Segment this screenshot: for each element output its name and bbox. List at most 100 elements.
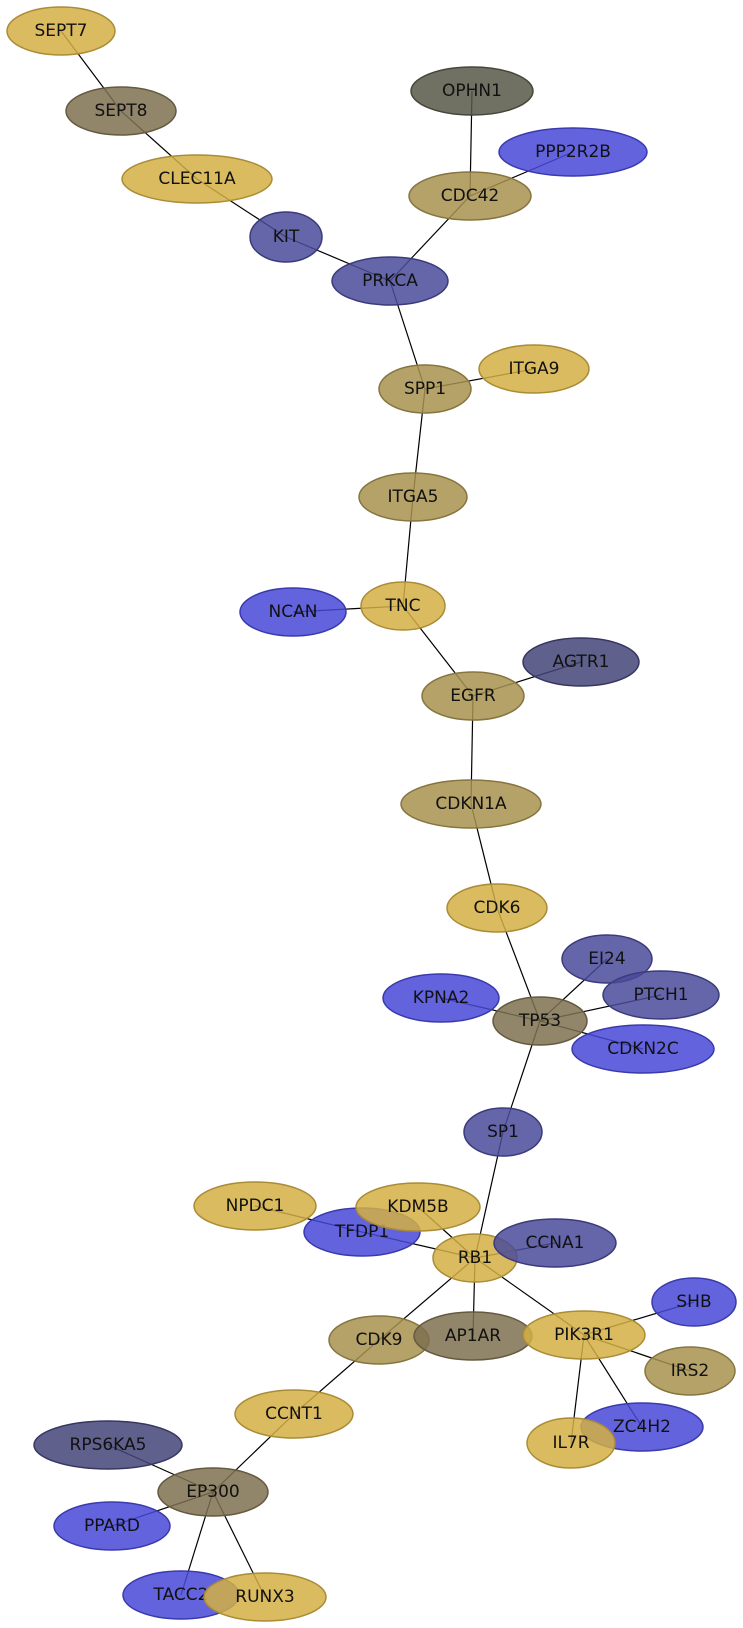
node-cdk9[interactable]: CDK9 (328, 1315, 430, 1365)
node-shape (249, 211, 323, 263)
node-label: AGTR1 (553, 652, 610, 672)
node-label: SP1 (487, 1122, 519, 1142)
node-label: OPHN1 (442, 81, 502, 101)
node-label: NPDC1 (226, 1196, 285, 1216)
node-shape (602, 970, 720, 1020)
node-cdkn1a[interactable]: CDKN1A (400, 779, 542, 829)
node-label: CDKN1A (435, 794, 507, 814)
node-shape (121, 154, 273, 204)
node-tnc[interactable]: TNC (360, 581, 446, 631)
node-cdkn2c[interactable]: CDKN2C (571, 1024, 715, 1074)
node-agtr1[interactable]: AGTR1 (522, 637, 640, 687)
node-label: SHB (676, 1292, 711, 1312)
node-cdc42[interactable]: CDC42 (408, 171, 532, 221)
node-ap1ar[interactable]: AP1AR (413, 1311, 533, 1361)
node-ptch1[interactable]: PTCH1 (602, 970, 720, 1020)
node-label: SEPT8 (95, 101, 148, 121)
node-label: TP53 (518, 1011, 561, 1031)
node-label: NCAN (269, 602, 318, 622)
node-sept8[interactable]: SEPT8 (65, 86, 177, 136)
node-shape (6, 6, 116, 56)
node-label: AP1AR (445, 1326, 501, 1346)
node-label: CDK6 (474, 898, 521, 918)
node-shape (410, 66, 534, 116)
node-label: CCNT1 (265, 1404, 323, 1424)
node-prkca[interactable]: PRKCA (331, 256, 449, 306)
node-irs2[interactable]: IRS2 (644, 1346, 736, 1396)
node-shape (421, 671, 525, 721)
node-shape (157, 1467, 269, 1517)
node-label: CDC42 (441, 186, 499, 206)
node-egfr[interactable]: EGFR (421, 671, 525, 721)
node-label: EP300 (186, 1482, 239, 1502)
node-npdc1[interactable]: NPDC1 (193, 1181, 317, 1231)
node-il7r[interactable]: IL7R (526, 1417, 616, 1469)
node-label: ZC4H2 (613, 1417, 671, 1437)
node-label: EI24 (588, 949, 625, 969)
node-shape (463, 1107, 543, 1157)
node-shape (239, 587, 347, 637)
node-itga5[interactable]: ITGA5 (358, 472, 468, 522)
node-ei24[interactable]: EI24 (561, 934, 653, 984)
node-label: KIT (273, 227, 300, 247)
node-label: CLEC11A (158, 169, 236, 189)
node-shape (492, 996, 588, 1046)
node-ep300[interactable]: EP300 (157, 1467, 269, 1517)
node-kdm5b[interactable]: KDM5B (355, 1182, 481, 1232)
node-shb[interactable]: SHB (651, 1277, 737, 1327)
node-shape (382, 973, 500, 1023)
node-sp1[interactable]: SP1 (463, 1107, 543, 1157)
node-sept7[interactable]: SEPT7 (6, 6, 116, 56)
node-ccnt1[interactable]: CCNT1 (234, 1389, 354, 1439)
node-ncan[interactable]: NCAN (239, 587, 347, 637)
node-label: RPS6KA5 (70, 1435, 147, 1455)
node-label: PTCH1 (633, 985, 688, 1005)
node-label: ITGA5 (387, 487, 438, 507)
node-label: IL7R (552, 1433, 589, 1453)
node-shape (400, 779, 542, 829)
node-shape (446, 883, 548, 933)
node-clec11a[interactable]: CLEC11A (121, 154, 273, 204)
node-spp1[interactable]: SPP1 (378, 364, 472, 414)
node-shape (526, 1417, 616, 1469)
node-label: TFDP1 (334, 1222, 389, 1242)
node-ophn1[interactable]: OPHN1 (410, 66, 534, 116)
node-shape (571, 1024, 715, 1074)
node-shape (331, 256, 449, 306)
node-shape (234, 1389, 354, 1439)
node-label: RUNX3 (235, 1587, 294, 1607)
node-shape (408, 171, 532, 221)
node-kit[interactable]: KIT (249, 211, 323, 263)
node-ppard[interactable]: PPARD (53, 1501, 171, 1551)
node-runx3[interactable]: RUNX3 (203, 1572, 327, 1622)
node-shape (498, 127, 648, 177)
node-ccna1[interactable]: CCNA1 (493, 1218, 617, 1268)
node-cdk6[interactable]: CDK6 (446, 883, 548, 933)
node-kpna2[interactable]: KPNA2 (382, 973, 500, 1023)
node-shape (358, 472, 468, 522)
node-shape (193, 1181, 317, 1231)
node-shape (33, 1420, 183, 1470)
node-ppp2r2b[interactable]: PPP2R2B (498, 127, 648, 177)
node-label: TNC (385, 596, 421, 616)
node-shape (355, 1182, 481, 1232)
node-label: PIK3R1 (554, 1325, 614, 1345)
node-label: IRS2 (671, 1361, 709, 1381)
node-label: SEPT7 (35, 21, 88, 41)
node-label: EGFR (450, 686, 496, 706)
node-shape (378, 364, 472, 414)
node-pik3r1[interactable]: PIK3R1 (522, 1310, 646, 1360)
node-itga9[interactable]: ITGA9 (478, 344, 590, 394)
node-shape (644, 1346, 736, 1396)
node-label: PPP2R2B (535, 142, 611, 162)
node-tp53[interactable]: TP53 (492, 996, 588, 1046)
node-label: KDM5B (387, 1197, 448, 1217)
node-label: CDK9 (356, 1330, 403, 1350)
node-shape (53, 1501, 171, 1551)
node-label: CDKN2C (607, 1039, 679, 1059)
node-label: KPNA2 (413, 988, 470, 1008)
node-rps6ka5[interactable]: RPS6KA5 (33, 1420, 183, 1470)
node-label: PPARD (84, 1516, 140, 1536)
